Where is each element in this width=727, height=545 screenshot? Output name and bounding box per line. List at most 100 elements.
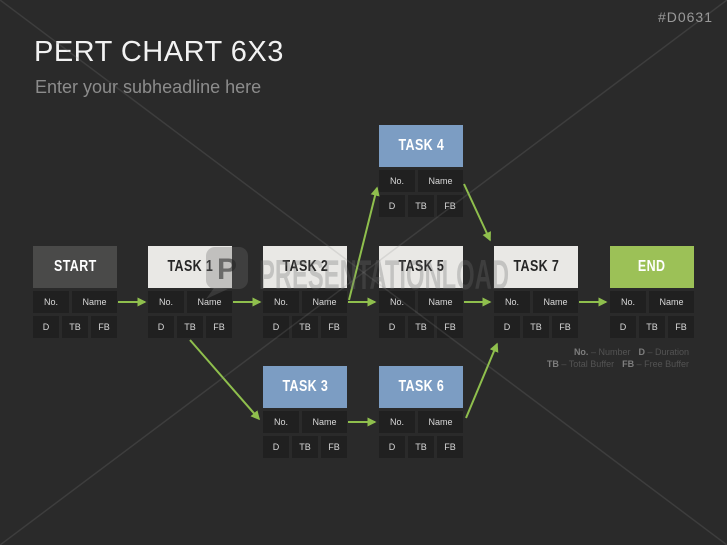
node-header-task-4: TASK 4 <box>379 125 463 167</box>
free-buffer-cell: FB <box>437 316 463 338</box>
node-row-no-name: No.Name <box>379 291 463 313</box>
free-buffer-cell: FB <box>437 436 463 458</box>
node-title: TASK 4 <box>398 137 444 154</box>
legend-line: No. – Number D – Duration <box>539 346 689 358</box>
total-buffer-cell: TB <box>408 436 434 458</box>
node-row-no-name: No.Name <box>263 291 347 313</box>
name-cell: Name <box>418 170 463 192</box>
duration-cell: D <box>263 316 289 338</box>
total-buffer-cell: TB <box>292 436 318 458</box>
name-cell: Name <box>72 291 117 313</box>
node-title: TASK 2 <box>282 258 328 275</box>
node-row-no-name: No.Name <box>263 411 347 433</box>
node-header-task-2: TASK 2 <box>263 246 347 288</box>
total-buffer-cell: TB <box>177 316 203 338</box>
no-cell: No. <box>379 291 415 313</box>
total-buffer-cell: TB <box>523 316 549 338</box>
arrow-task4-to-task7 <box>463 183 491 242</box>
node-row-no-name: No.Name <box>610 291 694 313</box>
node-header-end: END <box>610 246 694 288</box>
free-buffer-cell: FB <box>437 195 463 217</box>
name-cell: Name <box>302 291 347 313</box>
duration-cell: D <box>379 436 405 458</box>
node-row-no-name: No.Name <box>148 291 232 313</box>
duration-cell: D <box>33 316 59 338</box>
no-cell: No. <box>33 291 69 313</box>
node-title: TASK 3 <box>282 378 328 395</box>
free-buffer-cell: FB <box>91 316 117 338</box>
duration-cell: D <box>494 316 520 338</box>
name-cell: Name <box>649 291 694 313</box>
node-title: TASK 7 <box>513 258 559 275</box>
arrow-task6-to-task7 <box>465 342 499 419</box>
node-title: START <box>53 258 97 275</box>
legend-entry: D – Duration <box>638 347 689 357</box>
duration-cell: D <box>379 316 405 338</box>
node-title: TASK 5 <box>398 258 444 275</box>
name-cell: Name <box>302 411 347 433</box>
node-row-no-name: No.Name <box>379 170 463 192</box>
slide-subheadline: Enter your subheadline here <box>35 77 262 97</box>
total-buffer-cell: TB <box>408 316 434 338</box>
no-cell: No. <box>379 170 415 192</box>
node-header-task-6: TASK 6 <box>379 366 463 408</box>
node-title: TASK 6 <box>398 378 444 395</box>
node-header-task-5: TASK 5 <box>379 246 463 288</box>
legend-entry: TB – Total Buffer <box>546 359 615 369</box>
free-buffer-cell: FB <box>321 316 347 338</box>
legend-line: TB – Total Buffer FB – Free Buffer <box>539 358 689 370</box>
no-cell: No. <box>263 411 299 433</box>
arrow-task1-to-task3 <box>189 339 261 421</box>
no-cell: No. <box>379 411 415 433</box>
name-cell: Name <box>187 291 232 313</box>
free-buffer-cell: FB <box>206 316 232 338</box>
duration-cell: D <box>148 316 174 338</box>
arrow-task2-to-task4 <box>348 186 380 301</box>
free-buffer-cell: FB <box>321 436 347 458</box>
node-header-task-1: TASK 1 <box>148 246 232 288</box>
no-cell: No. <box>148 291 184 313</box>
free-buffer-cell: FB <box>552 316 578 338</box>
node-title: END <box>638 258 666 275</box>
total-buffer-cell: TB <box>639 316 665 338</box>
duration-cell: D <box>379 195 405 217</box>
template-id-label: #D0631 <box>657 9 713 25</box>
node-title: TASK 1 <box>167 258 213 275</box>
no-cell: No. <box>610 291 646 313</box>
no-cell: No. <box>263 291 299 313</box>
total-buffer-cell: TB <box>408 195 434 217</box>
total-buffer-cell: TB <box>292 316 318 338</box>
node-header-task-3: TASK 3 <box>263 366 347 408</box>
legend-entry: No. – Number <box>573 347 631 357</box>
duration-cell: D <box>263 436 289 458</box>
node-row-no-name: No.Name <box>379 411 463 433</box>
node-header-task-7: TASK 7 <box>494 246 578 288</box>
duration-cell: D <box>610 316 636 338</box>
node-row-no-name: No.Name <box>33 291 117 313</box>
legend-entry: FB – Free Buffer <box>622 359 689 369</box>
name-cell: Name <box>418 411 463 433</box>
node-row-no-name: No.Name <box>494 291 578 313</box>
name-cell: Name <box>533 291 578 313</box>
total-buffer-cell: TB <box>62 316 88 338</box>
free-buffer-cell: FB <box>668 316 694 338</box>
slide-title: PERT CHART 6X3 <box>34 36 284 68</box>
